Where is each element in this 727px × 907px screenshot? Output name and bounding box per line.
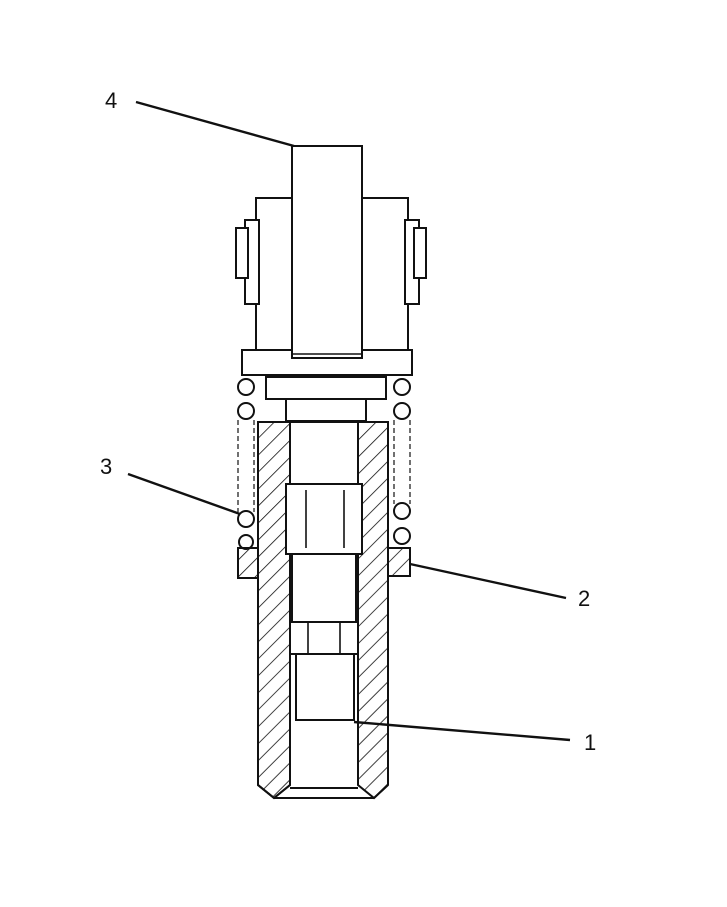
callout-2: 2 — [578, 586, 590, 611]
callout-3: 3 — [100, 454, 112, 479]
callout-4: 4 — [105, 88, 117, 113]
retainer-plate — [265, 376, 387, 422]
leader-line-4 — [135, 100, 295, 148]
stem-plunger — [291, 145, 363, 359]
leader-line-2 — [409, 562, 567, 600]
spring-coils — [237, 378, 411, 550]
leader-line-3 — [127, 472, 241, 516]
leader-line-1 — [353, 720, 571, 742]
inner-spool — [285, 421, 363, 721]
valve-body — [237, 421, 411, 800]
callout-1: 1 — [584, 730, 596, 755]
